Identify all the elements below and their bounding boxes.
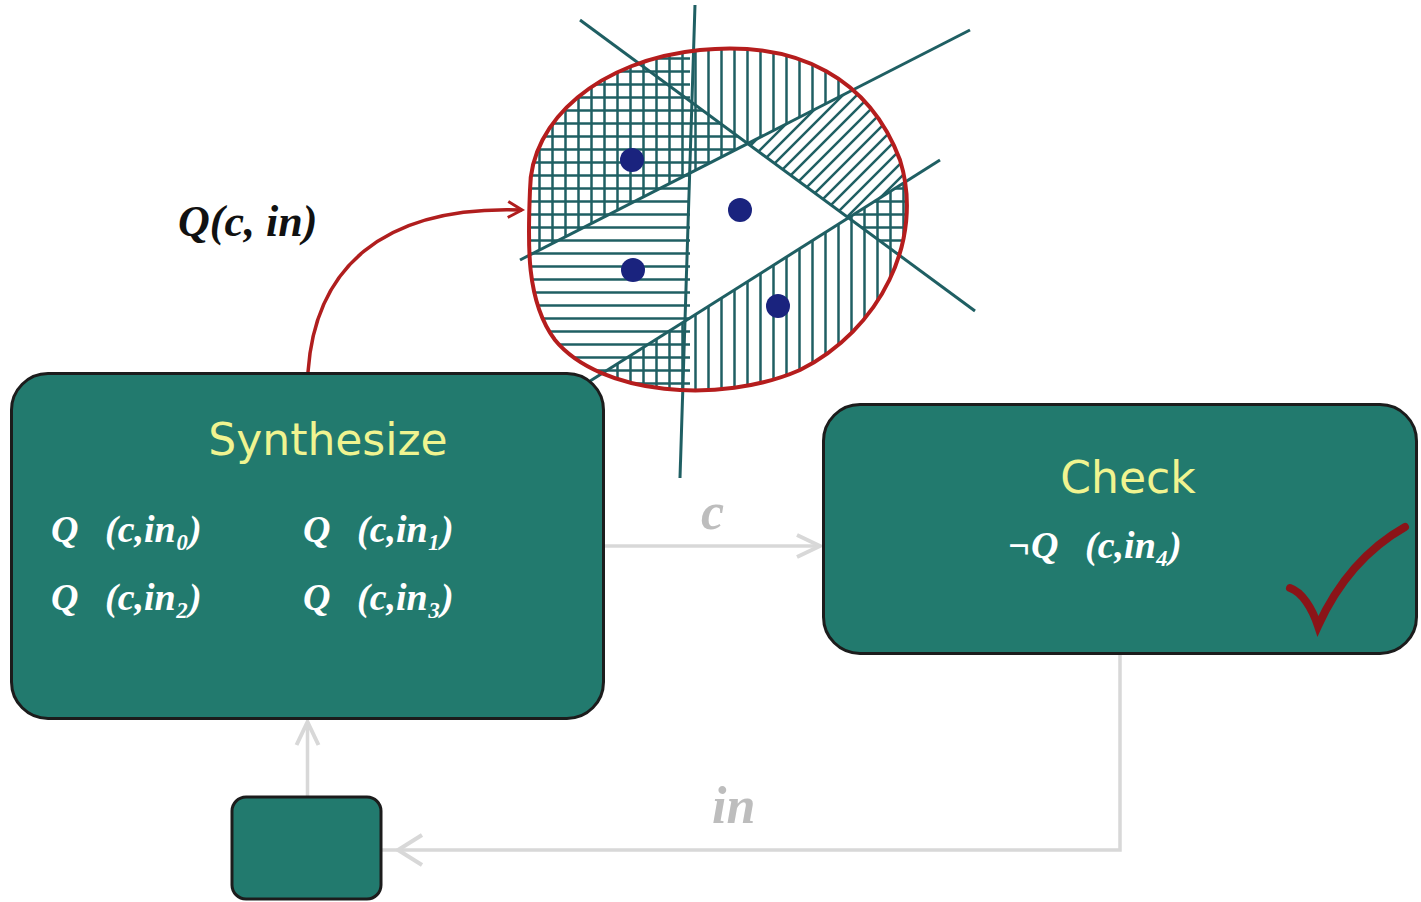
constraint-line <box>520 30 970 260</box>
input-store-box <box>232 797 381 899</box>
edge-label: c <box>695 485 730 540</box>
formula: Q (c,in₁) <box>303 507 454 553</box>
process-box: Check ¬Q (c,in₄) <box>822 403 1418 655</box>
checkmark <box>1290 527 1405 626</box>
flow-arrow <box>605 544 820 548</box>
constraint-line <box>680 5 695 478</box>
edge-label: in <box>706 779 761 834</box>
sample-dots <box>620 148 790 318</box>
constraint-line <box>560 160 940 400</box>
sample-dot <box>766 294 790 318</box>
formula: Q (c,in₃) <box>303 575 454 621</box>
sample-dot <box>621 258 645 282</box>
box-title: Check <box>1060 452 1195 505</box>
sample-dot <box>728 198 752 222</box>
box-title: Synthesize <box>208 414 447 467</box>
formula-label: Q(c, in) <box>178 196 317 249</box>
hatch-region <box>748 15 1000 218</box>
arrowhead <box>398 835 422 865</box>
formula: Q (c,in₀) <box>51 507 202 553</box>
leader-arrow <box>308 210 522 372</box>
formula: ¬Q (c,in₄) <box>1008 523 1182 569</box>
process-box: SynthesizeQ (c,in₀) Q (c,in₁) Q (c,in₂) Q (… <box>10 372 605 720</box>
sample-dot <box>620 148 644 172</box>
formula: Q (c,in₂) <box>51 575 202 621</box>
blob-outline <box>529 48 907 390</box>
